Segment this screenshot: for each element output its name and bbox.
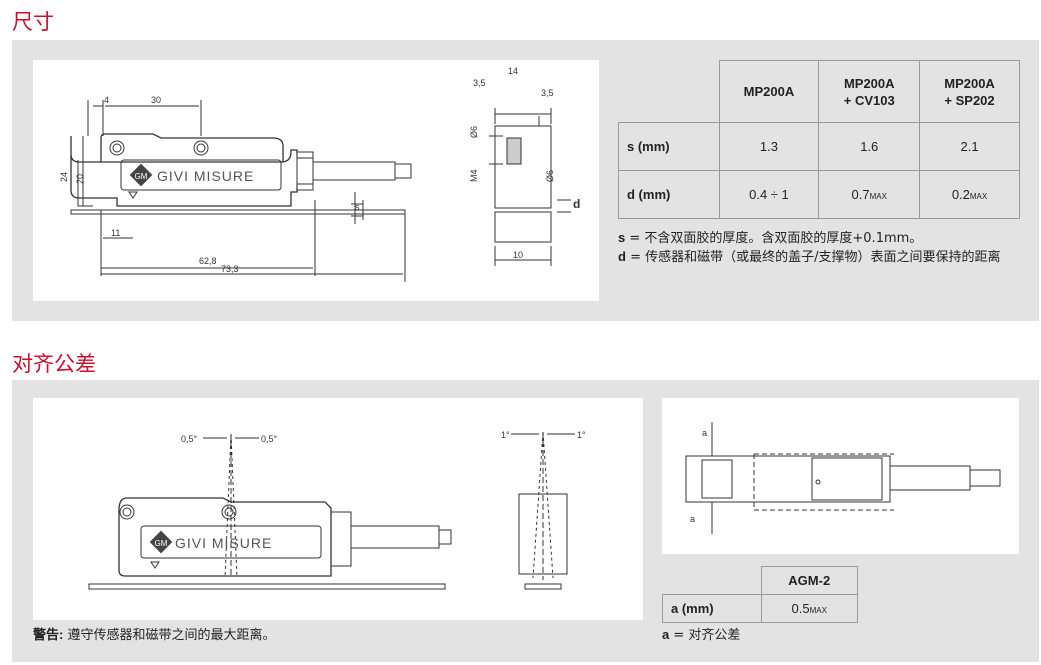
- spec-cell: 0.4 ÷ 1: [718, 170, 820, 219]
- dim-11: 11: [111, 228, 120, 238]
- offset-label-bottom: a: [690, 514, 695, 524]
- alignment-drawing-area: [33, 398, 643, 620]
- dim-62-8: 62,8: [199, 256, 217, 266]
- dim-20: 20: [75, 174, 85, 184]
- angle-right: 0,5°: [261, 434, 278, 444]
- angle-side-right: 1°: [577, 430, 586, 440]
- spec-table-corner: [619, 61, 720, 123]
- offset-drawing-area: [662, 398, 1019, 554]
- dim-73-3: 73,3: [221, 264, 239, 274]
- alignment-row-label: a (mm): [662, 594, 762, 623]
- dim-3-5b: 3,5: [541, 88, 554, 98]
- spec-header-3: MP200A+ SP202: [919, 60, 1020, 123]
- spec-cell: 0.7MAX: [818, 170, 921, 219]
- logo-text-2: GM: [155, 539, 168, 548]
- dim-3-5a: 3,5: [473, 78, 486, 88]
- dim-m4: M4: [469, 169, 479, 182]
- spec-table: MP200A MP200A+ CV103 MP200A+ SP202 s (mm…: [618, 60, 1020, 219]
- dim-30: 30: [151, 95, 161, 105]
- dim-phi6b: Ø6: [545, 170, 555, 182]
- brand-name: GIVI MISURE: [157, 168, 254, 184]
- offset-drawing: a a: [685, 422, 1001, 534]
- spec-notes: s = 不含双面胶的厚度。含双面胶的厚度+0.1mm。 d = 传感器和磁带（或…: [618, 229, 1023, 267]
- dim-d: d: [573, 197, 580, 211]
- dim-s: s: [355, 202, 360, 212]
- spec-cell: 1.6: [818, 122, 921, 171]
- spec-header-2: MP200A+ CV103: [818, 60, 921, 123]
- alignment-table-corner: [663, 567, 762, 595]
- alignment-legend: a = 对齐公差: [662, 627, 741, 643]
- alignment-table: AGM-2 a (mm) 0.5MAX: [662, 566, 858, 623]
- dim-24: 24: [59, 172, 69, 182]
- dim-phi6a: Ø6: [469, 126, 479, 138]
- note-s: s = 不含双面胶的厚度。含双面胶的厚度+0.1mm。: [618, 230, 923, 246]
- alignment-cell: 0.5MAX: [760, 594, 858, 623]
- spec-cell: 0.2MAX: [919, 170, 1020, 219]
- alignment-header: AGM-2: [760, 566, 858, 595]
- alignment-drawing: GM GIVI MISURE 0,5° 0,5° 1° 1°: [88, 430, 586, 590]
- offset-label-top: a: [702, 428, 707, 438]
- spec-row-d-label: d (mm): [618, 170, 720, 219]
- dimension-drawing: GM GIVI MISURE 4 30 24 20 11 62,8 73,3 s…: [59, 66, 580, 282]
- dimensions-title: 尺寸: [12, 10, 54, 34]
- angle-left: 0,5°: [181, 434, 198, 444]
- note-d: d = 传感器和磁带（或最终的盖子/支撑物）表面之间要保持的距离: [618, 249, 1001, 265]
- angle-side-left: 1°: [501, 430, 510, 440]
- dim-10: 10: [513, 250, 523, 260]
- spec-cell: 1.3: [718, 122, 820, 171]
- alignment-title: 对齐公差: [12, 352, 96, 376]
- dim-4: 4: [104, 95, 109, 105]
- spec-row-s-label: s (mm): [618, 122, 720, 171]
- logo-text: GM: [135, 172, 148, 181]
- spec-cell: 2.1: [919, 122, 1020, 171]
- brand-name-2: GIVI MISURE: [175, 535, 272, 551]
- warning-note: 警告: 遵守传感器和磁带之间的最大距离。: [33, 627, 276, 643]
- dim-14: 14: [508, 66, 518, 76]
- spec-header-1: MP200A: [718, 60, 820, 123]
